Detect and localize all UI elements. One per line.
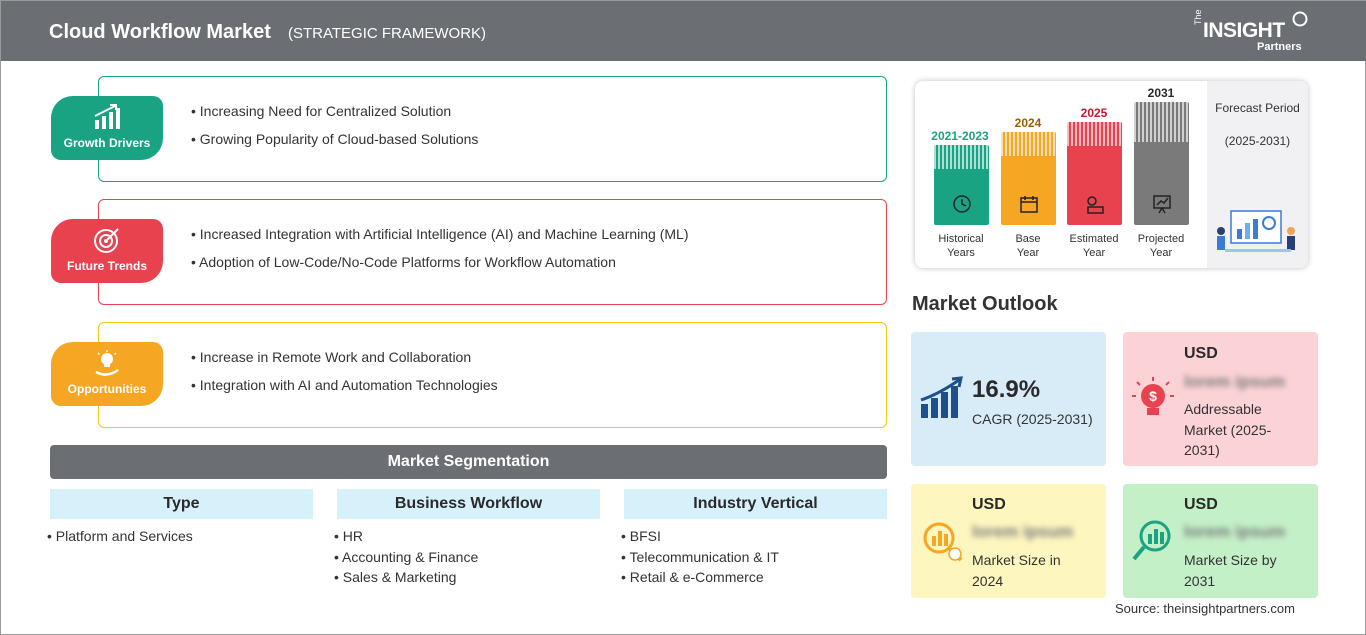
segment-heading-industry-vertical: Industry Vertical bbox=[624, 489, 887, 519]
idea-hand-icon bbox=[95, 350, 119, 376]
addressable-value: lorem ipsum bbox=[1184, 372, 1286, 391]
cagr-card: 16.9% CAGR (2025-2031) bbox=[911, 332, 1106, 466]
logo-the: The bbox=[1193, 9, 1203, 25]
list-item: HR bbox=[334, 526, 478, 547]
growth-drivers-card: Increasing Need for Centralized Solution… bbox=[98, 76, 887, 182]
market-outlook-title: Market Outlook bbox=[912, 293, 1058, 315]
list-item: Sales & Marketing bbox=[334, 567, 478, 588]
list-item: Adoption of Low-Code/No-Code Platforms f… bbox=[191, 248, 689, 276]
segment-heading-business-workflow: Business Workflow bbox=[337, 489, 600, 519]
addressable-usd: USD bbox=[1184, 345, 1218, 362]
forecast-range: (2025-2031) bbox=[1224, 134, 1291, 148]
year-estimated: 2025 bbox=[1080, 106, 1108, 120]
list-item: Platform and Services bbox=[47, 526, 193, 547]
list-item: Retail & e-Commerce bbox=[621, 567, 779, 588]
market-size-2024-card: USD lorem ipsum Market Size in 2024 bbox=[911, 484, 1106, 598]
projection-board-icon bbox=[1153, 195, 1171, 214]
analytics-people-icon bbox=[1217, 210, 1295, 252]
market-segmentation-bar: Market Segmentation bbox=[50, 445, 887, 479]
list-item: Growing Popularity of Cloud-based Soluti… bbox=[191, 125, 479, 153]
bar-historical bbox=[934, 145, 989, 225]
label-projected-2: Year bbox=[1149, 247, 1173, 259]
opportunities-card: Increase in Remote Work and Collaboratio… bbox=[98, 322, 887, 428]
size-2031-usd: USD bbox=[1184, 496, 1218, 513]
dollar-bulb-icon: $ bbox=[1132, 377, 1174, 415]
logo-partners: Partners bbox=[1257, 41, 1302, 53]
growth-chart-icon bbox=[94, 104, 120, 129]
label-base-2: Year bbox=[1016, 247, 1040, 259]
segment-list-type: Platform and Services bbox=[47, 526, 193, 547]
bar-estimated bbox=[1067, 122, 1122, 225]
header-bar: Cloud Workflow Market (STRATEGIC FRAMEWO… bbox=[1, 1, 1366, 61]
forecast-title: Forecast Period bbox=[1215, 101, 1300, 115]
segment-list-business-workflow: HR Accounting & Finance Sales & Marketin… bbox=[334, 526, 478, 588]
year-base: 2024 bbox=[1014, 116, 1042, 130]
label-estimated-2: Year bbox=[1082, 247, 1106, 259]
segment-heading-type: Type bbox=[50, 489, 313, 519]
magnifier-dollar-icon bbox=[923, 522, 963, 562]
svg-text:$: $ bbox=[1149, 388, 1157, 404]
bar-base bbox=[1001, 132, 1056, 225]
list-item: Increasing Need for Centralized Solution bbox=[191, 97, 478, 125]
calendar-icon bbox=[1020, 196, 1038, 213]
history-clock-icon bbox=[953, 195, 971, 213]
target-icon bbox=[94, 228, 119, 253]
growth-bars-icon bbox=[920, 376, 963, 418]
label-projected-1: Projected bbox=[1137, 233, 1185, 245]
opportunities-label: Opportunities bbox=[67, 382, 147, 396]
bar-projected bbox=[1134, 102, 1189, 225]
list-item: Telecommunication & IT bbox=[621, 547, 779, 568]
magnifier-growth-icon bbox=[1132, 520, 1171, 561]
future-trends-list: Increased Integration with Artificial In… bbox=[191, 220, 689, 276]
logo-bulb-icon bbox=[1292, 11, 1308, 27]
page-title: Cloud Workflow Market bbox=[49, 21, 271, 43]
source-note: Source: theinsightpartners.com bbox=[1115, 601, 1295, 616]
future-trends-label: Future Trends bbox=[66, 259, 147, 273]
page-subtitle: (STRATEGIC FRAMEWORK) bbox=[288, 25, 487, 42]
opportunities-badge: Opportunities bbox=[51, 342, 163, 406]
addressable-market-card: $ USD lorem ipsum Addressable Market (20… bbox=[1123, 332, 1318, 466]
cagr-label: CAGR (2025-2031) bbox=[972, 411, 1093, 427]
year-historical: 2021-2023 bbox=[931, 129, 989, 143]
list-item: BFSI bbox=[621, 526, 779, 547]
size-2024-label: Market Size in 2024 bbox=[972, 552, 1061, 589]
size-2031-value: lorem ipsum bbox=[1184, 522, 1286, 541]
growth-drivers-badge: Growth Drivers bbox=[51, 96, 163, 160]
label-historical-2: Years bbox=[947, 247, 975, 259]
market-size-2031-card: USD lorem ipsum Market Size by 2031 bbox=[1123, 484, 1318, 598]
list-item: Integration with AI and Automation Techn… bbox=[191, 371, 498, 399]
addressable-label: Addressable Market (2025-2031) bbox=[1184, 401, 1272, 458]
size-2024-usd: USD bbox=[972, 496, 1006, 513]
label-estimated-1: Estimated bbox=[1069, 233, 1119, 245]
growth-drivers-label: Growth Drivers bbox=[63, 136, 151, 150]
growth-drivers-list: Increasing Need for Centralized Solution… bbox=[191, 97, 479, 153]
estimate-gear-icon bbox=[1087, 196, 1104, 214]
list-item: Accounting & Finance bbox=[334, 547, 478, 568]
list-item: Increased Integration with Artificial In… bbox=[191, 220, 689, 248]
list-item: Increase in Remote Work and Collaboratio… bbox=[191, 343, 498, 371]
label-historical-1: Historical bbox=[938, 233, 984, 245]
year-projected: 2031 bbox=[1147, 86, 1175, 100]
insight-partners-logo: The INSIGHT Partners bbox=[1193, 9, 1313, 55]
cagr-value: 16.9% bbox=[972, 376, 1041, 403]
opportunities-list: Increase in Remote Work and Collaboratio… bbox=[191, 343, 498, 399]
segment-list-industry-vertical: BFSI Telecommunication & IT Retail & e-C… bbox=[621, 526, 779, 588]
future-trends-badge: Future Trends bbox=[51, 219, 163, 283]
size-2024-value: lorem ipsum bbox=[972, 522, 1074, 541]
timeline-card: 2021-2023 Historical Years 2024 Base Yea… bbox=[915, 81, 1308, 268]
label-base-1: Base bbox=[1015, 233, 1041, 245]
logo-insight: INSIGHT bbox=[1203, 19, 1285, 42]
size-2031-label: Market Size by 2031 bbox=[1184, 552, 1277, 589]
future-trends-card: Increased Integration with Artificial In… bbox=[98, 199, 887, 305]
